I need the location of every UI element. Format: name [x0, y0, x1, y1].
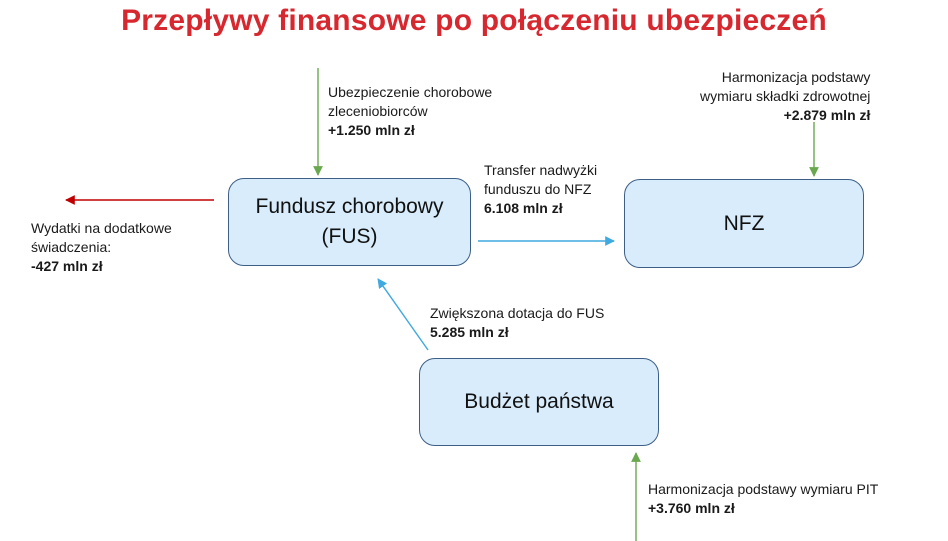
node-fus-line1: Fundusz chorobowy [255, 195, 444, 218]
label-line: Wydatki na dodatkowe [31, 220, 172, 236]
label-amount: +2.879 mln zł [783, 107, 871, 123]
label-amount: +3.760 mln zł [648, 500, 735, 516]
label-line: świadczenia: [31, 239, 112, 255]
label-line: Harmonizacja podstawy [721, 69, 871, 85]
label-line: wymiaru składki zdrowotnej [700, 88, 871, 104]
arrow-subsidy-fus [377, 278, 429, 351]
node-budget-label: Budżet państwa [464, 390, 614, 413]
label-line: funduszu do NFZ [484, 181, 592, 197]
label-harmonization-health: Harmonizacja podstawy wymiaru składki zd… [700, 68, 870, 125]
label-extra-benefits: Wydatki na dodatkowe świadczenia: -427 m… [31, 219, 172, 276]
node-nfz-label: NFZ [723, 211, 765, 235]
label-line: Harmonizacja podstawy wymiaru PIT [648, 481, 879, 497]
label-line: Ubezpieczenie chorobowe [328, 84, 493, 100]
label-sickness-contractors: Ubezpieczenie chorobowe zleceniobiorców … [328, 83, 492, 140]
label-amount: 6.108 mln zł [484, 200, 563, 216]
label-subsidy-fus: Zwiększona dotacja do FUS 5.285 mln zł [430, 304, 604, 342]
label-amount: 5.285 mln zł [430, 324, 509, 340]
node-fus-line2: (FUS) [321, 225, 378, 248]
label-amount: -427 mln zł [31, 258, 103, 274]
label-surplus-transfer: Transfer nadwyżki funduszu do NFZ 6.108 … [484, 161, 597, 218]
node-fus: Fundusz chorobowy (FUS) [228, 178, 471, 266]
label-harmonization-pit: Harmonizacja podstawy wymiaru PIT +3.760… [648, 480, 878, 518]
label-amount: +1.250 mln zł [328, 122, 415, 138]
label-line: Transfer nadwyżki [484, 162, 598, 178]
node-nfz: NFZ [624, 179, 864, 268]
page-title: Przepływy finansowe po połączeniu ubezpi… [121, 4, 827, 37]
label-line: Zwiększona dotacja do FUS [430, 305, 605, 321]
node-budget: Budżet państwa [419, 358, 659, 446]
label-line: zleceniobiorców [328, 103, 428, 119]
